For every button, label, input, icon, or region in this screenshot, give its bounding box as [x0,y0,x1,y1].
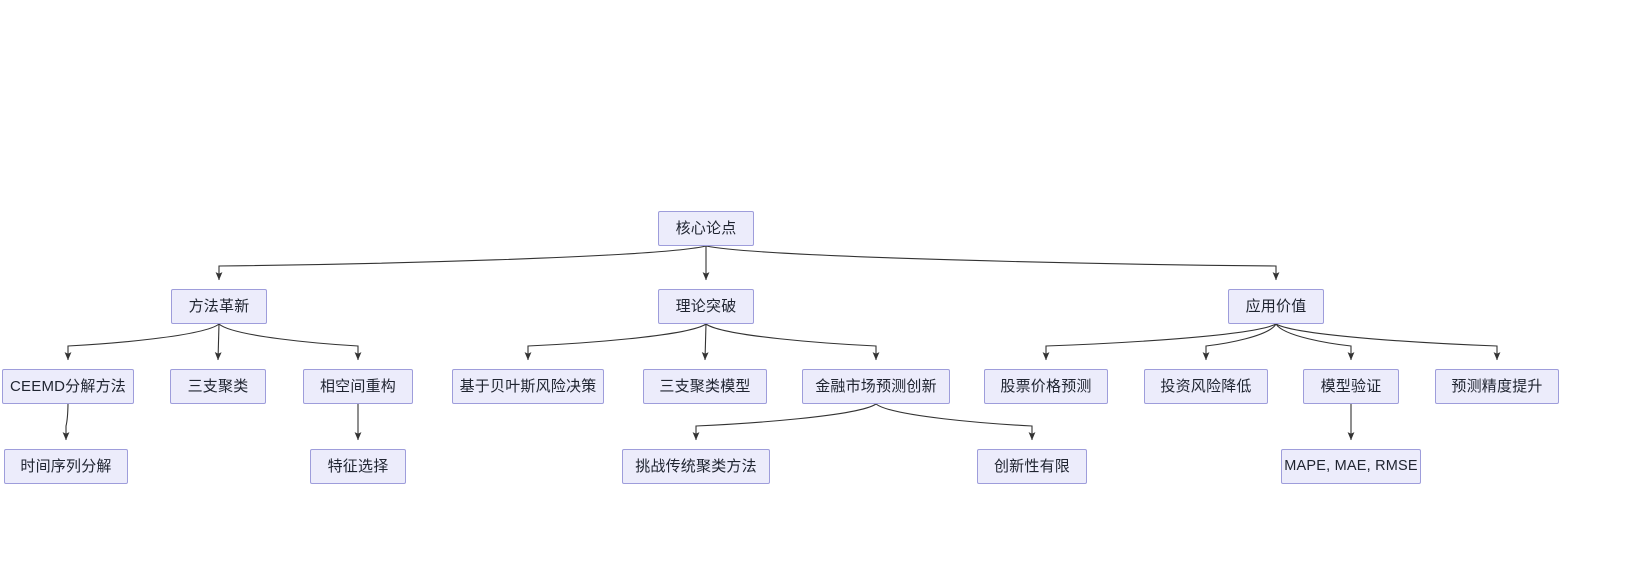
flowchart-node[interactable]: 挑战传统聚类方法 [622,449,770,484]
flowchart-node[interactable]: 预测精度提升 [1435,369,1559,404]
flowchart-edge [705,323,880,361]
flowchart-edge [64,323,220,361]
flowchart-node[interactable]: MAPE, MAE, RMSE [1281,449,1421,484]
flowchart-node-label: 模型验证 [1320,378,1382,395]
flowchart-node[interactable]: 三支聚类模型 [643,369,767,404]
flowchart-node-label: 三支聚类模型 [659,378,751,395]
flowchart-node[interactable]: CEEMD分解方法 [2,369,134,404]
flowchart-node-label: 时间序列分解 [20,458,112,475]
flowchart-node-label: 理论突破 [675,298,737,315]
flowchart-edge [215,245,707,281]
flowchart-node[interactable]: 核心论点 [658,211,754,246]
flowchart-node-label: 方法革新 [188,298,250,315]
flowchart-node[interactable]: 特征选择 [310,449,406,484]
flowchart-node-label: 投资风险降低 [1160,378,1252,395]
edge-paths [62,245,1501,441]
flowchart-edge [701,323,709,361]
flowchart-node[interactable]: 三支聚类 [170,369,266,404]
flowchart-edge [705,245,1280,281]
flowchart-edge [1275,323,1355,361]
flowchart-edge [1275,323,1501,361]
flowchart-node-label: 创新性有限 [993,458,1070,475]
flowchart-node[interactable]: 模型验证 [1303,369,1399,404]
flowchart-node[interactable]: 时间序列分解 [4,449,128,484]
flowchart-node-label: 股票价格预测 [1000,378,1092,395]
flowchart-node-label: 三支聚类 [187,378,249,395]
flowchart-node[interactable]: 创新性有限 [977,449,1087,484]
flowchart-edge [218,323,362,361]
flowchart-node-label: 金融市场预测创新 [815,378,937,395]
flowchart-node-label: 挑战传统聚类方法 [635,458,757,475]
flowchart-node-label: CEEMD分解方法 [10,378,126,395]
flowchart-node-label: 相空间重构 [319,378,396,395]
flowchart-node-label: 基于贝叶斯风险决策 [459,378,597,395]
flowchart-node-label: 特征选择 [327,458,389,475]
flowchart-node[interactable]: 基于贝叶斯风险决策 [452,369,604,404]
flowchart-node-label: 预测精度提升 [1451,378,1543,395]
flowchart-node-label: 应用价值 [1245,298,1307,315]
flowchart-node-label: MAPE, MAE, RMSE [1284,458,1418,475]
flowchart-node[interactable]: 应用价值 [1228,289,1324,324]
flowchart-node[interactable]: 理论突破 [658,289,754,324]
flowchart-node-label: 核心论点 [675,220,737,237]
flowchart-node[interactable]: 股票价格预测 [984,369,1108,404]
flowchart-node[interactable]: 方法革新 [171,289,267,324]
flowchart-edge [692,403,877,441]
flowchart-edge [1202,323,1277,361]
flowchart-edge [875,403,1036,441]
flowchart-node[interactable]: 金融市场预测创新 [802,369,950,404]
flowchart-node[interactable]: 投资风险降低 [1144,369,1268,404]
flowchart-edge [524,323,707,361]
flowchart-edge [1042,323,1277,361]
flowchart-edge [214,323,222,361]
flowchart-edge [62,403,70,441]
flowchart-node[interactable]: 相空间重构 [303,369,413,404]
